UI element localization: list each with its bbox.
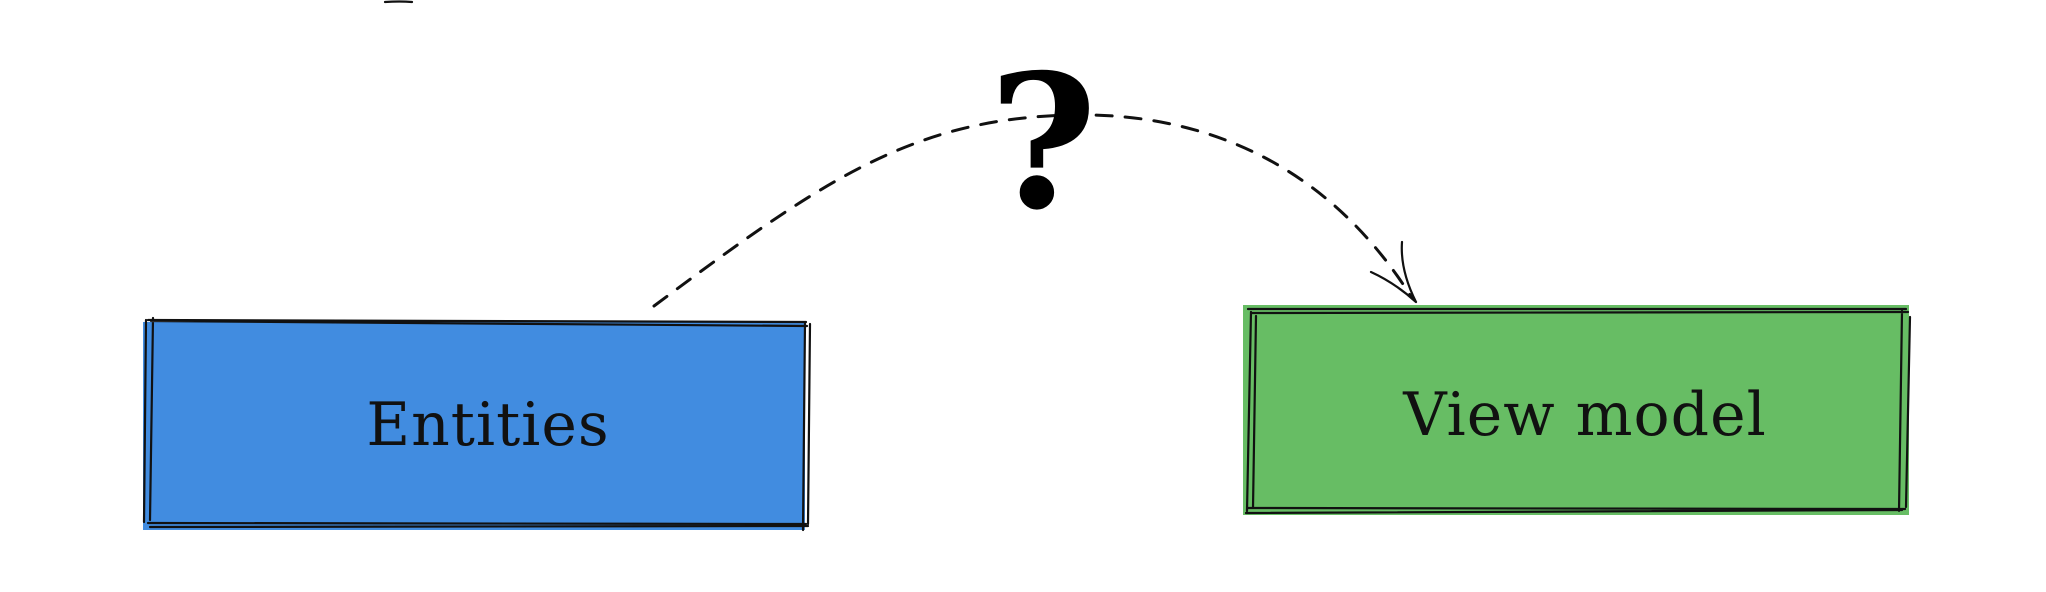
view-model-label: View model <box>1402 380 1767 450</box>
connector-line <box>652 113 1414 308</box>
stray-stroke <box>383 0 414 4</box>
view-model-box-fill <box>1243 305 1909 515</box>
node-view-model[interactable]: View model <box>1243 305 1912 515</box>
entities-box-outline <box>142 316 812 532</box>
question-mark-label: ? <box>989 33 1097 251</box>
view-model-box-outline <box>1244 307 1912 515</box>
connector-arrow[interactable] <box>652 113 1418 308</box>
entities-box-fill <box>143 322 805 530</box>
arrowhead-icon <box>1369 240 1418 304</box>
node-entities[interactable]: Entities <box>142 316 812 532</box>
entities-label: Entities <box>366 390 609 460</box>
